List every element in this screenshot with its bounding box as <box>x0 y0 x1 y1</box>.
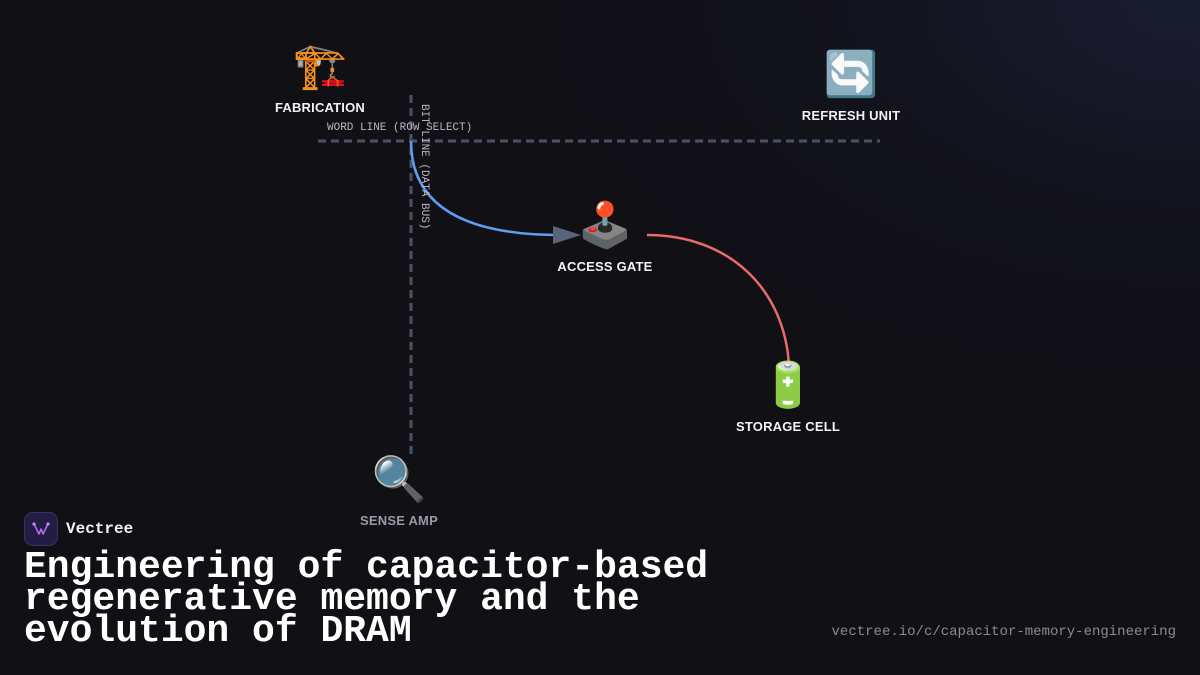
edge-arrowhead <box>553 226 581 244</box>
bit-line-label: BIT LINE (DATA BUS) <box>418 104 430 230</box>
source-url[interactable]: vectree.io/c/capacitor-memory-engineerin… <box>831 624 1176 640</box>
battery-icon: 🔋 <box>760 361 816 410</box>
node-storage-cell-label: STORAGE CELL <box>735 419 840 434</box>
node-storage-cell[interactable]: 🔋 STORAGE CELL <box>708 361 868 434</box>
brand[interactable]: Vectree <box>24 512 133 546</box>
joystick-icon: 🕹️ <box>577 201 633 250</box>
vectree-logo-icon <box>24 512 58 546</box>
node-access-gate[interactable]: 🕹️ ACCESS GATE <box>525 201 685 274</box>
node-sense-amp-label: SENSE AMP <box>360 513 438 528</box>
edge-bitline-to-access-gate <box>409 140 561 237</box>
brand-name: Vectree <box>66 520 134 538</box>
node-refresh-unit[interactable]: 🔄 REFRESH UNIT <box>771 50 931 123</box>
magnifying-glass-icon: 🔍 <box>371 455 427 504</box>
node-fabrication[interactable]: 🏗️ FABRICATION <box>240 42 400 115</box>
refresh-arrows-icon: 🔄 <box>823 50 879 99</box>
node-access-gate-label: ACCESS GATE <box>557 259 653 274</box>
word-line-label: WORD LINE (ROW SELECT) <box>327 122 473 134</box>
node-fabrication-label: FABRICATION <box>274 100 366 115</box>
node-sense-amp[interactable]: 🔍 SENSE AMP <box>319 455 479 528</box>
construction-crane-icon: 🏗️ <box>292 42 348 91</box>
node-refresh-unit-label: REFRESH UNIT <box>801 108 901 123</box>
page-title: Engineering of capacitor-based regenerat… <box>24 546 709 653</box>
edge-access-gate-to-storage-cell <box>646 233 791 367</box>
